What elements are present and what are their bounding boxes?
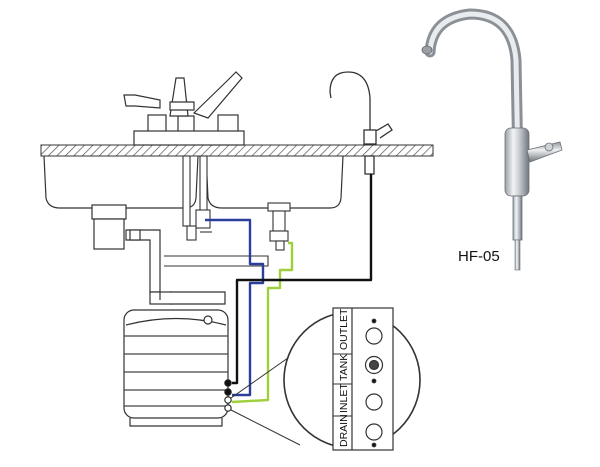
inlet-tube xyxy=(205,218,265,397)
tubing xyxy=(205,174,373,404)
kitchen-faucet xyxy=(123,71,245,146)
outlet-port xyxy=(365,327,383,345)
sink xyxy=(43,155,344,209)
port-label-tank: TANK xyxy=(338,354,350,381)
drain-assembly xyxy=(91,204,226,305)
inlet-port xyxy=(365,393,383,411)
ro-faucet xyxy=(329,71,393,175)
cold-water-valve xyxy=(182,155,212,241)
ro-unit xyxy=(123,309,229,427)
port-label-outlet: OUTLET xyxy=(338,308,350,350)
model-label: HF-05 xyxy=(458,248,500,265)
unit-ports xyxy=(224,379,232,412)
hf05-faucet-image xyxy=(421,8,563,271)
port-fittings xyxy=(364,318,384,448)
port-label-drain: DRAIN xyxy=(338,414,350,447)
port-detail: OUTLET TANK INLET DRAIN xyxy=(283,307,421,451)
drain-port xyxy=(365,423,383,441)
countertop xyxy=(40,144,434,157)
hot-water-pipe xyxy=(164,202,291,267)
outlet-tube xyxy=(232,174,373,385)
port-label-inlet: INLET xyxy=(338,383,350,413)
